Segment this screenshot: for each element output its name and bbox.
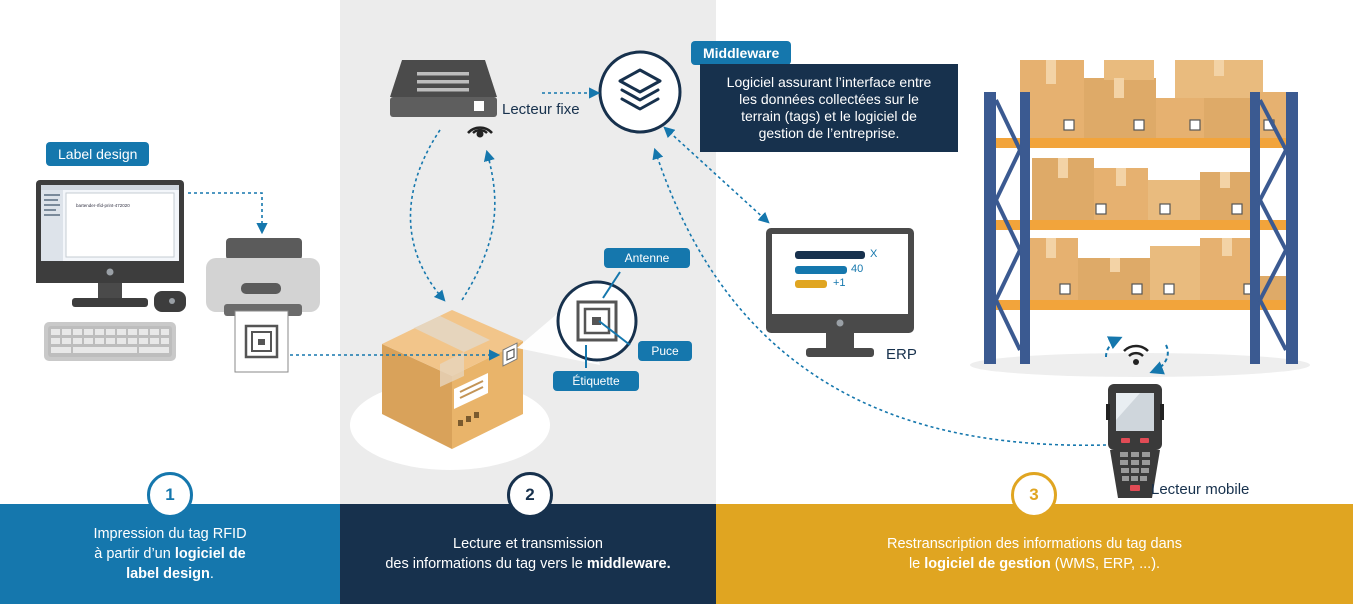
cardboard-box-icon: [350, 310, 550, 470]
printer-icon: [206, 238, 320, 373]
antenna-tag: Antenne: [604, 248, 690, 268]
rfid-tag-zoom-icon: [556, 271, 638, 368]
step-2-badge: 2: [507, 472, 553, 518]
step-2-description-band: Lecture et transmission des informations…: [340, 504, 716, 604]
step-3-badge: 3: [1011, 472, 1057, 518]
middleware-desc-line-4: gestion de l’entreprise.: [758, 125, 900, 141]
step-1-line-2-text: à partir d’un: [94, 546, 175, 562]
erp-label: ERP: [886, 346, 917, 363]
middleware-layers-icon: [598, 50, 682, 134]
step-1-line-3-bold: label design: [126, 566, 210, 582]
chip-tag: Puce: [638, 341, 692, 361]
middleware-desc-line-3: terrain (tags) et le logiciel de: [741, 108, 917, 124]
fixed-reader-icon: [390, 60, 497, 138]
flow-connectors: [188, 87, 1107, 447]
step-1-line-2-bold: logiciel de: [174, 546, 246, 562]
step-3-line-2-bold: logiciel de gestion: [924, 556, 1051, 572]
label-design-tag: Label design: [46, 142, 150, 166]
step-3-line-2-text: le: [908, 556, 925, 572]
desktop-computer-icon: [36, 180, 186, 361]
step-1-description-band: Impression du tag RFID à partir d’un log…: [0, 504, 340, 604]
middleware-tag: Middleware: [691, 41, 792, 65]
step-1-badge: 1: [147, 472, 193, 518]
step-1-line-1: Impression du tag RFID: [93, 526, 247, 542]
mobile-reader-label: Lecteur mobile: [1151, 481, 1250, 498]
middleware-desc-line-1: Logiciel assurant l’interface entre: [726, 74, 932, 90]
erp-value-40: 40: [851, 263, 864, 275]
middleware-description-box: Logiciel assurant l’interface entre les …: [700, 64, 958, 152]
step-1-line-3-text: .: [209, 566, 214, 582]
erp-value-plus1: +1: [833, 277, 846, 289]
label-tag: Étiquette: [553, 371, 639, 391]
step-3-description-band: Restranscription des informations du tag…: [716, 504, 1353, 604]
wireless-signal-icon: [1104, 336, 1169, 375]
step-3-line-1: Restranscription des informations du tag…: [887, 536, 1182, 552]
warehouse-shelves-icon: [970, 60, 1310, 377]
middleware-desc-line-2: les données collectées sur le: [739, 91, 919, 107]
step-3-line-2-post: (WMS, ERP, ...).: [1050, 556, 1161, 572]
fixed-reader-label: Lecteur fixe: [502, 101, 580, 118]
erp-value-x: X: [870, 248, 878, 260]
step-2-line-1: Lecture et transmission: [453, 536, 603, 552]
mobile-reader-icon: [1106, 384, 1164, 498]
step-2-line-2-text: des informations du tag vers le: [385, 556, 587, 572]
screen-text: bartender-rfid-print-472020: [76, 203, 130, 208]
step-2-line-2-bold: middleware.: [586, 556, 671, 572]
erp-monitor-icon: [766, 228, 914, 357]
